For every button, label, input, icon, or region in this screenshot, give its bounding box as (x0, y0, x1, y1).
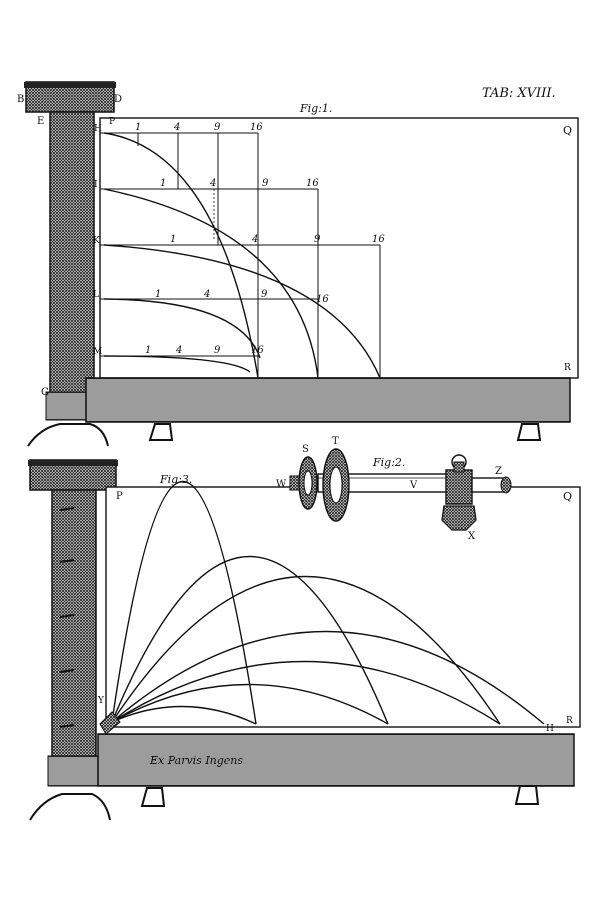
fig3-nozzle (99, 711, 121, 735)
fig1-letter-g: G (41, 387, 49, 398)
fig1-tick-1: 1 (170, 234, 176, 245)
figure-3: Fig:3. Ex Parvis Ingens (28, 459, 581, 821)
fig2-letter-z: Z (495, 466, 502, 477)
fig1-tick-16: 16 (250, 122, 263, 133)
fig1-letter-k: K (93, 236, 100, 246)
fig1-column-shaft (49, 111, 95, 395)
fig2-letter-w: W (276, 479, 287, 490)
fig1-base-foot-right (516, 423, 542, 441)
fig1-tick-4: 4 (251, 234, 258, 245)
fig1-tick-16: 16 (372, 234, 385, 245)
figure-1: Fig:1. (17, 81, 579, 447)
fig3-column-shaft (51, 489, 97, 759)
fig3-base-foot-right (514, 785, 540, 805)
fig3-letter-y: Y (97, 696, 105, 706)
fig1-base-beam (85, 377, 571, 423)
fig2-letter-t: T (332, 436, 339, 447)
fig3-frame (105, 486, 581, 728)
fig1-tick-1: 1 (160, 178, 166, 189)
fig1-letter-i: I (94, 180, 98, 190)
fig2-letter-s: S (302, 444, 309, 455)
fig1-tick-9: 9 (314, 234, 321, 245)
fig1-column-foot (27, 423, 109, 447)
fig3-letter-q: Q (563, 490, 572, 503)
fig1-tick-9: 9 (214, 345, 221, 356)
fig3-trajectories (111, 481, 545, 725)
fig2-letter-v: V (409, 480, 418, 491)
fig1-frame (99, 117, 579, 379)
fig2-tap-key-x (441, 505, 477, 531)
fig3-base-foot-left (140, 787, 166, 807)
fig1-letter-p: P (109, 117, 115, 127)
fig2-caption: Fig:2. (372, 456, 405, 469)
fig1-letter-q: Q (563, 124, 572, 137)
fig1-tick-1: 1 (145, 345, 151, 356)
fig1-letter-m: M (93, 347, 102, 357)
fig1-base-foot-left (148, 423, 174, 441)
plate-title: TAB: XVIII. (482, 86, 556, 101)
fig3-letter-r: R (566, 716, 573, 726)
fig2-tap-body (445, 469, 473, 505)
fig1-tick-1: 1 (155, 289, 161, 300)
fig3-base-inscription: Ex Parvis Ingens (149, 754, 243, 767)
figure-2: Fig:2. S T W V Z X (276, 436, 512, 542)
fig1-tick-4: 4 (175, 345, 182, 356)
fig1-letter-d: D (114, 94, 122, 105)
fig1-letter-b: B (17, 94, 24, 105)
fig1-tick-4: 4 (209, 178, 216, 189)
fig1-letter-h: H (94, 124, 102, 134)
fig3-column-abacus (28, 460, 118, 466)
fig1-tick-4: 4 (173, 122, 180, 133)
fig1-letter-r: R (564, 363, 571, 373)
fig1-tick-9: 9 (214, 122, 221, 133)
fig1-tick-1: 1 (135, 122, 141, 133)
fig1-tick-16: 16 (306, 178, 319, 189)
fig1-trajectories (103, 132, 381, 379)
fig1-tick-16: 16 (316, 294, 329, 305)
fig3-column-base (47, 755, 101, 787)
fig3-letter-p: P (116, 491, 123, 502)
fig3-column-foot (29, 793, 111, 821)
fig1-tick-16: 16 (251, 345, 264, 356)
fig2-letter-x: X (468, 531, 476, 542)
fig1-tick-9: 9 (262, 178, 269, 189)
fig1-tick-4: 4 (203, 289, 210, 300)
fig1-letter-e: E (37, 116, 44, 127)
fig3-column-pegs (59, 507, 75, 728)
fig1-letter-l: L (93, 290, 99, 300)
fig1-column-abacus (24, 82, 116, 88)
fig3-letter-h: H (546, 724, 554, 734)
fig1-caption: Fig:1. (299, 102, 332, 115)
fig3-base-beam (97, 733, 575, 787)
fig1-tick-9: 9 (261, 289, 268, 300)
fig3-caption: Fig:3. (159, 473, 192, 486)
